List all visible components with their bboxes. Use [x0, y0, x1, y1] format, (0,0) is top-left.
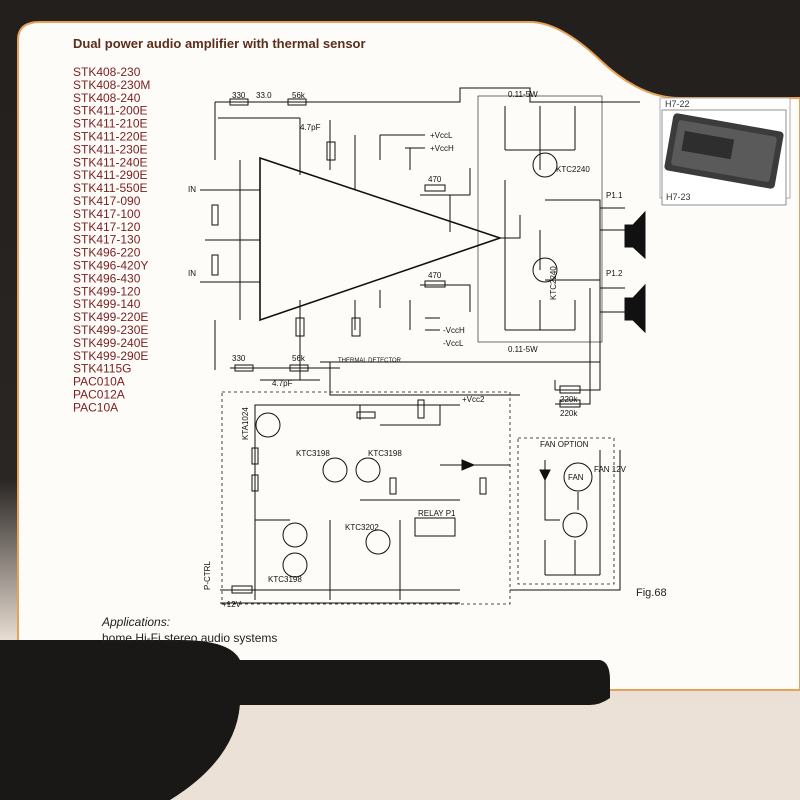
part-number-item: STK417-090: [73, 194, 141, 208]
part-number-item: STK417-100: [73, 207, 141, 221]
sensor-circuit-box: [221, 391, 511, 605]
transistor-symbol: [532, 152, 558, 178]
label-r470-bottom: 470: [428, 271, 442, 280]
label-p12: P1.2: [606, 269, 623, 278]
label-ktc3198-b: KTC3198: [368, 449, 402, 458]
transistor-symbol: [255, 412, 281, 438]
label-fan-option: FAN OPTION: [540, 440, 589, 449]
fan-icon: [563, 462, 593, 492]
label-in-2: IN: [188, 269, 196, 278]
bottom-dark-bar: [0, 640, 610, 800]
part-number-item: STK496-220: [73, 246, 141, 260]
part-number-item: STK411-200E: [73, 104, 148, 118]
label-ktc3198-c: KTC3198: [268, 575, 302, 584]
part-number-item: STK411-210E: [73, 117, 148, 131]
diode-symbol: [461, 459, 476, 471]
label-p-ctrl: P-CTRL: [203, 561, 212, 590]
part-number-item: PAC010A: [73, 375, 125, 389]
label-thermal-detector: THERMAL DETECTOR: [338, 358, 402, 364]
part-number-item: STK411-230E: [73, 142, 148, 156]
label-vcch-pos: +VccH: [430, 144, 454, 153]
label-vcc2: +Vcc2: [462, 395, 485, 404]
part-number-item: STK499-240E: [73, 336, 148, 350]
label-fan: FAN: [568, 473, 584, 482]
part-number-item: STK408-230M: [73, 78, 150, 92]
label-220k-a: 220k: [560, 395, 578, 404]
part-number-item: STK499-140: [73, 297, 141, 311]
label-r330-bottom: 330: [232, 354, 246, 363]
label-ktc2240-bottom: KTC2240: [549, 266, 558, 300]
part-number-item: STK499-220E: [73, 310, 148, 324]
label-c47-bottom: 4.7pF: [272, 379, 293, 388]
transistor-symbol: [282, 552, 308, 578]
label-ktc2240-top: KTC2240: [556, 165, 590, 174]
label-c33-top: 33.0: [256, 91, 272, 100]
package-label-top: H7-22: [665, 99, 690, 109]
part-number-item: STK408-230: [73, 65, 141, 79]
label-r330-top: 330: [232, 91, 246, 100]
label-vccl-neg: -VccL: [443, 339, 464, 348]
applications-item: home Hi-Fi stereo audio systems: [102, 631, 277, 645]
label-vcch-neg: -VccH: [443, 326, 465, 335]
part-number-item: STK499-120: [73, 284, 141, 298]
part-number-item: STK411-240E: [73, 155, 148, 169]
relay-symbol: [414, 517, 456, 537]
label-12v: +12V: [222, 600, 242, 609]
part-number-item: STK499-230E: [73, 323, 148, 337]
label-in-1: IN: [188, 185, 196, 194]
label-kta1024: KTA1024: [241, 407, 250, 440]
page-title: Dual power audio amplifier with thermal …: [73, 36, 366, 51]
applications-heading: Applications:: [101, 615, 170, 629]
speaker-icon: [624, 297, 634, 321]
transistor-symbol: [355, 457, 381, 483]
figure-label: Fig.68: [636, 587, 667, 599]
transistor-symbol: [365, 529, 391, 555]
package-panel: H7-22 H7-23: [659, 97, 791, 206]
document-page: [17, 21, 800, 691]
schematic-main: [200, 87, 646, 605]
amplifier-symbol: [259, 156, 503, 322]
chip-image: [664, 113, 784, 189]
label-vccl-pos: +VccL: [430, 131, 453, 140]
label-220k-b: 220k: [560, 409, 578, 418]
part-number-item: STK499-290E: [73, 349, 148, 363]
label-ktc3198-a: KTC3198: [296, 449, 330, 458]
diode-symbol: [539, 469, 551, 482]
label-relay: RELAY P1: [418, 509, 456, 518]
transistor-symbol: [562, 512, 588, 538]
part-number-item: STK496-420Y: [73, 259, 148, 273]
package-label-bottom: H7-23: [666, 192, 691, 202]
label-ktc3202: KTC3202: [345, 523, 379, 532]
part-number-item: PAC10A: [73, 400, 118, 414]
bottom-light-wave: [170, 705, 800, 800]
part-number-item: STK417-120: [73, 220, 141, 234]
label-r470-top: 470: [428, 175, 442, 184]
transistor-symbol: [282, 522, 308, 548]
part-number-item: STK408-240: [73, 91, 141, 105]
label-fan-12v: FAN 12V: [594, 465, 627, 474]
transistor-symbol: [532, 257, 558, 283]
label-051w-bottom: 0.11-5W: [508, 345, 538, 354]
part-number-item: STK417-130: [73, 233, 141, 247]
part-number-item: STK496-430: [73, 271, 141, 285]
part-number-item: PAC012A: [73, 388, 125, 402]
part-number-item: STK411-290E: [73, 168, 148, 182]
schematic-labels: +VccL +VccH -VccH -VccL +Vcc2 +12V IN IN…: [188, 90, 627, 609]
speaker-icon: [624, 224, 634, 248]
label-051w-top: 0.11-5W: [508, 90, 538, 99]
part-number-item: STK411-550E: [73, 181, 148, 195]
part-number-item: STK4115G: [73, 362, 131, 376]
transistor-symbol: [322, 457, 348, 483]
label-p11: P1.1: [606, 191, 623, 200]
fan-option-box: [517, 437, 615, 585]
label-r56k-bottom: 56k: [292, 354, 306, 363]
label-c47-top: 4.7pF: [300, 123, 321, 132]
part-number-list: STK408-230STK408-230MSTK408-240STK411-20…: [73, 65, 150, 414]
label-r56k-top: 56k: [292, 91, 306, 100]
part-number-item: STK411-220E: [73, 130, 148, 144]
